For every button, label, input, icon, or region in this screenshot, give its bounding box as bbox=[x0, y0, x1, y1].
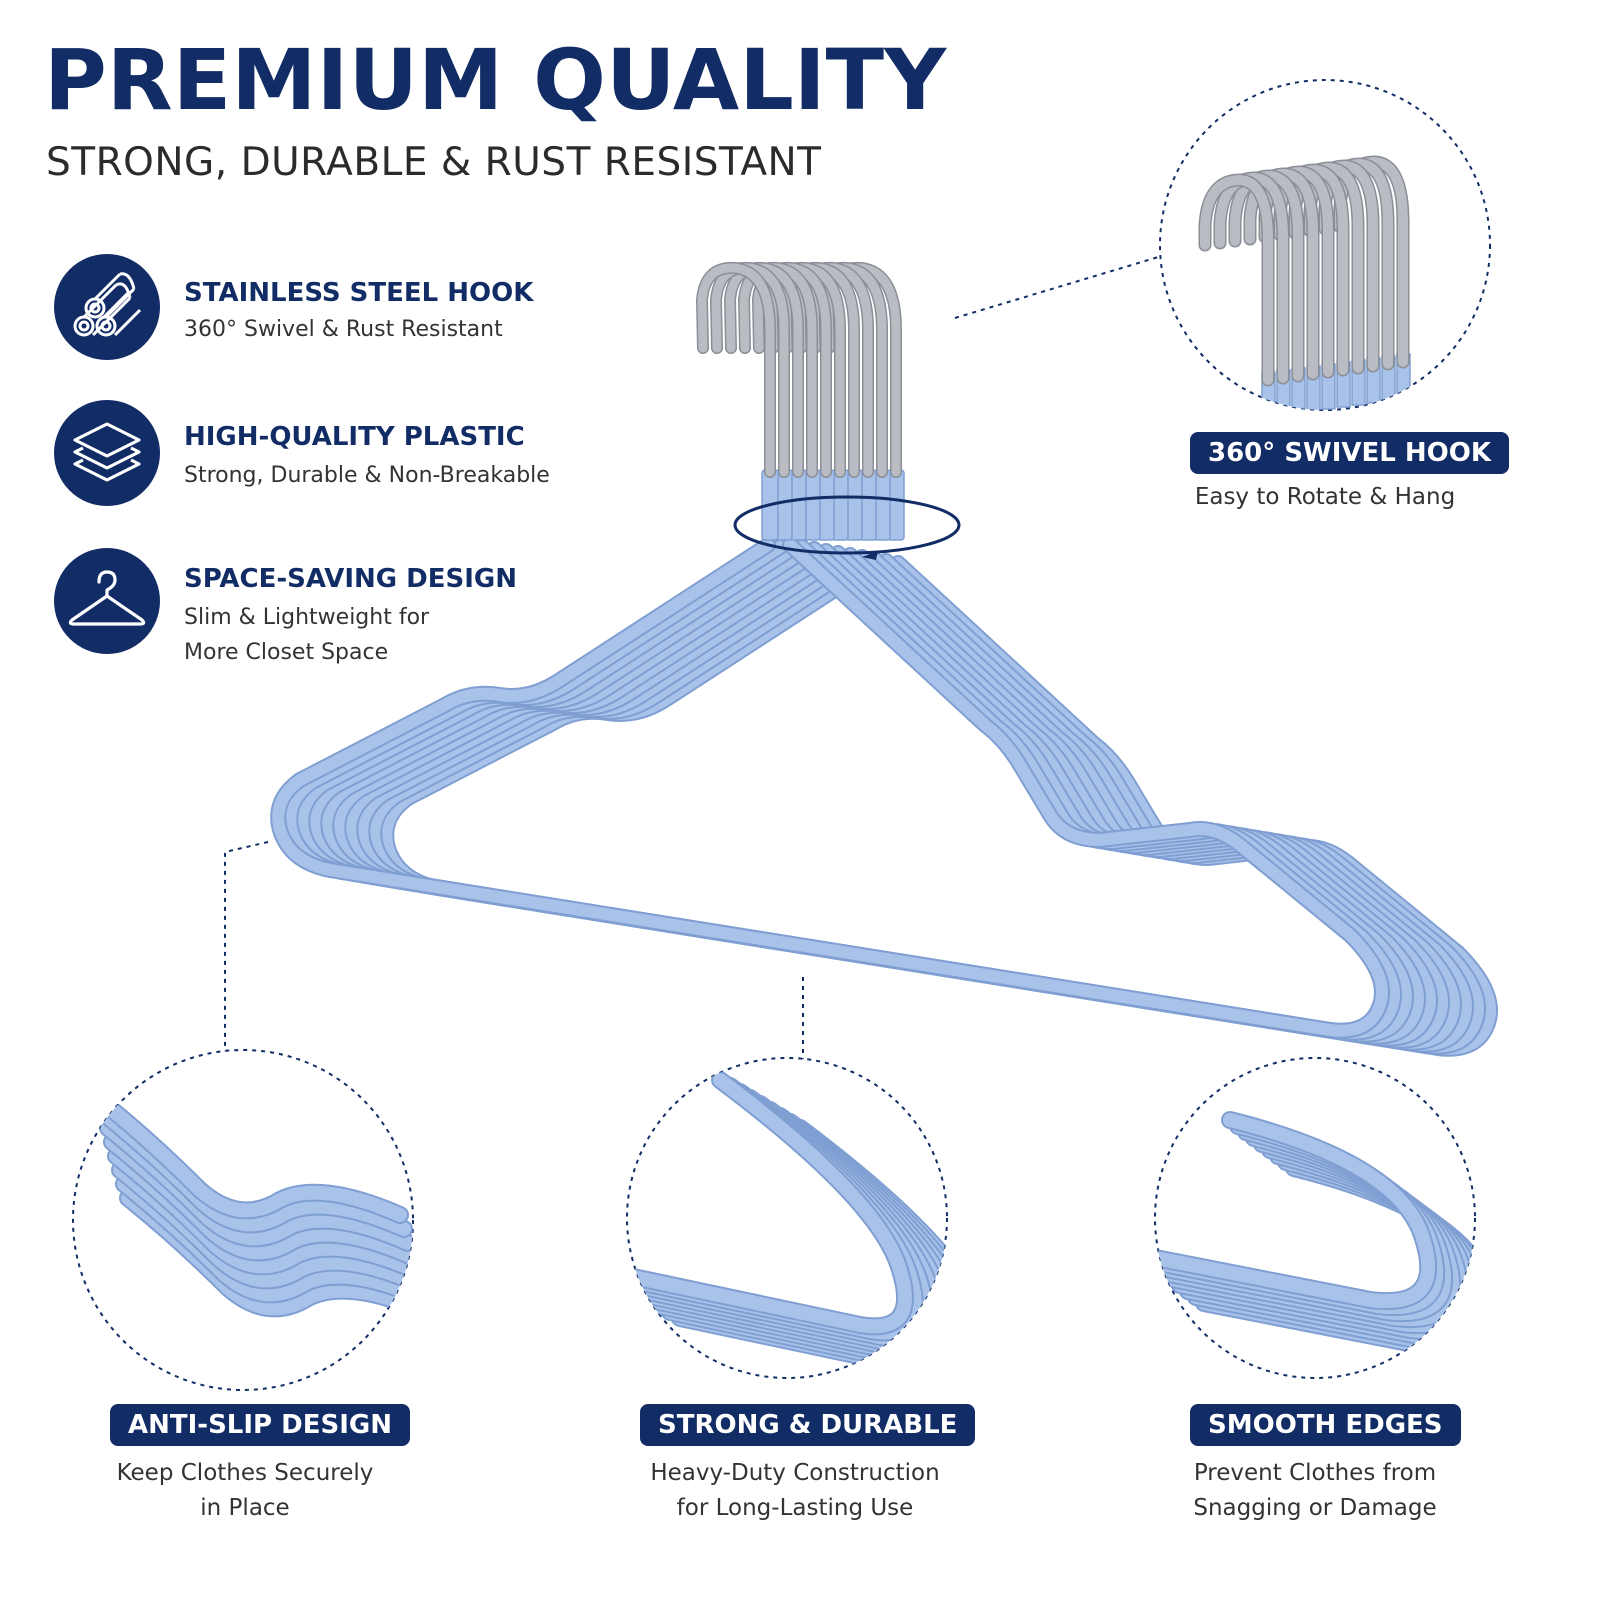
hanger-body bbox=[270, 537, 1390, 1039]
detail-circle-smooth bbox=[1154, 1057, 1476, 1379]
badge-smooth-edges: SMOOTH EDGES bbox=[1190, 1404, 1461, 1446]
feature-desc-steel-hook: 360° Swivel & Rust Resistant bbox=[184, 317, 503, 342]
detail-circle-antislip bbox=[72, 1049, 414, 1391]
caption-line: in Place bbox=[200, 1495, 290, 1521]
layers-icon bbox=[54, 400, 160, 506]
caption-line: Keep Clothes Securely bbox=[116, 1460, 374, 1486]
caption-swivel-hook: Easy to Rotate & Hang bbox=[1160, 480, 1490, 515]
badge-strong-durable: STRONG & DURABLE bbox=[640, 1404, 976, 1446]
hook-closeup bbox=[1198, 173, 1276, 410]
swivel-ring bbox=[733, 495, 961, 560]
smooth-curve bbox=[1155, 1111, 1438, 1311]
steel-rods-icon bbox=[54, 254, 160, 360]
feature-desc-line: More Closet Space bbox=[184, 640, 389, 665]
feature-title-plastic: HIGH-QUALITY PLASTIC bbox=[184, 422, 525, 452]
caption-strong-durable: Heavy-Duty Construction for Long-Lasting… bbox=[620, 1456, 970, 1526]
caption-line: for Long-Lasting Use bbox=[676, 1495, 914, 1521]
page-subtitle: STRONG, DURABLE & RUST RESISTANT bbox=[46, 140, 822, 185]
feature-desc-space-saving: Slim & Lightweight for More Closet Space bbox=[184, 600, 604, 670]
page-title: PREMIUM QUALITY bbox=[44, 31, 947, 129]
feature-desc-plastic: Strong, Durable & Non-Breakable bbox=[184, 463, 550, 488]
badge-anti-slip: ANTI-SLIP DESIGN bbox=[110, 1404, 410, 1446]
caption-anti-slip: Keep Clothes Securely in Place bbox=[80, 1456, 410, 1526]
caption-line: Prevent Clothes from bbox=[1193, 1460, 1437, 1486]
leader-lines bbox=[224, 254, 1166, 1070]
feature-desc-line: Slim & Lightweight for bbox=[184, 605, 430, 630]
hanger-stack bbox=[270, 261, 1498, 1057]
antislip-wave bbox=[91, 1091, 409, 1224]
feature-title-space-saving: SPACE-SAVING DESIGN bbox=[184, 564, 518, 594]
detail-circle-swivel bbox=[1159, 79, 1491, 411]
badge-swivel-hook: 360° SWIVEL HOOK bbox=[1190, 432, 1510, 474]
caption-line: Easy to Rotate & Hang bbox=[1194, 484, 1456, 510]
caption-line: Snagging or Damage bbox=[1193, 1495, 1437, 1521]
strong-curve bbox=[627, 1071, 914, 1336]
caption-smooth-edges: Prevent Clothes from Snagging or Damage bbox=[1150, 1456, 1480, 1526]
caption-line: Heavy-Duty Construction bbox=[650, 1460, 940, 1486]
hanger-icon bbox=[54, 548, 160, 654]
feature-title-steel-hook: STAINLESS STEEL HOOK bbox=[184, 278, 534, 308]
hook-closeup bbox=[1243, 167, 1321, 410]
hook-closeup bbox=[1213, 171, 1291, 410]
hook-closeup bbox=[1228, 169, 1306, 410]
detail-circle-strong bbox=[626, 1057, 948, 1379]
